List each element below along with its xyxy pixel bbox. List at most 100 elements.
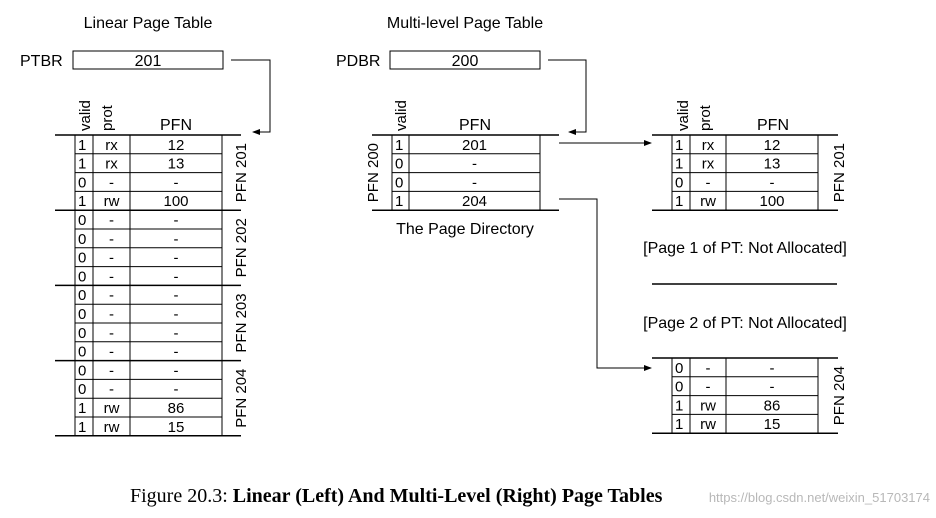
- directory-pfn-header: PFN: [459, 117, 491, 134]
- linear-prot-cell: -: [109, 231, 114, 248]
- linear-valid-cell: 0: [78, 287, 86, 304]
- linear-prot-cell: -: [109, 362, 114, 379]
- pt201-page-label: PFN 201: [831, 143, 848, 202]
- pt204-pfn-cell: -: [770, 360, 775, 377]
- linear-prot-cell: rx: [105, 156, 118, 173]
- directory-row: 0-: [395, 156, 477, 173]
- linear-row: 0 - -: [78, 268, 179, 285]
- linear-prot-cell: -: [109, 268, 114, 285]
- linear-prot-cell: -: [109, 287, 114, 304]
- pt201-pfn-header: PFN: [757, 117, 789, 134]
- pt204-pfn-cell: 86: [764, 397, 781, 414]
- linear-valid-cell: 0: [78, 268, 86, 285]
- linear-row: 0--: [78, 231, 179, 248]
- pt201-prot-header: prot: [697, 104, 714, 131]
- linear-pfn-cell: -: [174, 212, 179, 229]
- linear-title: Linear Page Table: [84, 15, 213, 32]
- pt201-valid-header: valid: [675, 100, 692, 131]
- not-allocated-page-1: [Page 1 of PT: Not Allocated]: [643, 240, 847, 257]
- pt204-prot-cell: -: [706, 360, 711, 377]
- linear-row: 0 - -: [78, 174, 179, 191]
- pt201-valid-cell: 0: [675, 174, 683, 191]
- directory-valid-cell: 0: [395, 156, 403, 173]
- linear-pfn-cell: -: [174, 362, 179, 379]
- pt204-valid-cell: 0: [675, 379, 683, 396]
- pt201-valid-cell: 1: [675, 193, 683, 210]
- linear-prot-cell: rw: [104, 400, 120, 417]
- linear-row: 0--: [78, 362, 179, 379]
- caption-title: Linear (Left) And Multi-Level (Right) Pa…: [233, 485, 663, 507]
- figure-caption: Figure 20.3: Linear (Left) And Multi-Lev…: [130, 485, 663, 507]
- linear-valid-cell: 1: [78, 419, 86, 436]
- linear-valid-header: valid: [77, 100, 94, 131]
- pdbr-pointer-arrow: [548, 59, 587, 135]
- linear-pfn-cell: 13: [168, 156, 185, 173]
- directory-valid-cell: 1: [395, 137, 403, 154]
- linear-prot-header: prot: [99, 104, 116, 131]
- linear-pfn-header: PFN: [160, 117, 192, 134]
- linear-prot-cell: rw: [104, 419, 120, 436]
- caption-prefix: Figure 20.3:: [130, 485, 233, 507]
- pt204-valid-cell: 1: [675, 416, 683, 433]
- directory-valid-cell: 1: [395, 193, 403, 210]
- linear-prot-cell: -: [109, 250, 114, 267]
- pt201-prot-cell: -: [706, 174, 711, 191]
- linear-row: 0 - -: [78, 306, 179, 323]
- directory-pfn-cell: -: [472, 156, 477, 173]
- linear-prot-cell: -: [109, 381, 114, 398]
- linear-prot-cell: -: [109, 344, 114, 361]
- linear-row: 0--: [78, 287, 179, 304]
- pt201-valid-cell: 1: [675, 137, 683, 154]
- ptbr-register: [72, 50, 224, 70]
- linear-valid-cell: 1: [78, 193, 86, 210]
- pt201-prot-cell: rx: [702, 156, 715, 173]
- directory-pfn-cell: 201: [462, 137, 487, 154]
- linear-pfn-cell: -: [174, 268, 179, 285]
- linear-valid-cell: 0: [78, 250, 86, 267]
- linear-valid-cell: 1: [78, 156, 86, 173]
- directory-page-label: PFN 200: [365, 143, 382, 202]
- linear-valid-cell: 0: [78, 231, 86, 248]
- linear-pfn-cell: -: [174, 250, 179, 267]
- directory-row: 1 201: [395, 137, 487, 154]
- directory-valid-header: valid: [393, 100, 410, 131]
- linear-row: 0--: [78, 325, 179, 342]
- pdbr-label: PDBR: [336, 53, 380, 70]
- linear-pfn-cell: 15: [168, 419, 185, 436]
- linear-valid-cell: 1: [78, 137, 86, 154]
- linear-prot-cell: -: [109, 306, 114, 323]
- ptbr-value: 201: [135, 53, 162, 70]
- linear-pfn-cell: 86: [168, 400, 185, 417]
- directory-valid-cell: 0: [395, 174, 403, 191]
- linear-valid-cell: 0: [78, 325, 86, 342]
- directory-caption: The Page Directory: [396, 221, 534, 238]
- not-allocated-page-2: [Page 2 of PT: Not Allocated]: [643, 315, 847, 332]
- linear-valid-cell: 0: [78, 174, 86, 191]
- linear-pfn-cell: -: [174, 174, 179, 191]
- linear-pfn-cell: -: [174, 306, 179, 323]
- multi-title: Multi-level Page Table: [387, 15, 543, 32]
- pt204-pfn-cell: -: [770, 379, 775, 396]
- linear-prot-cell: -: [109, 174, 114, 191]
- linear-pfn-cell: -: [174, 381, 179, 398]
- linear-page-label: PFN 204: [233, 369, 250, 428]
- pt201-pfn-cell: 100: [759, 193, 784, 210]
- linear-valid-cell: 0: [78, 306, 86, 323]
- linear-row: 0--: [78, 212, 179, 229]
- linear-row: 1 rw 15: [78, 419, 184, 436]
- linear-pfn-cell: 12: [168, 137, 185, 154]
- pt201-prot-cell: rx: [702, 137, 715, 154]
- pde-204-arrow: [559, 198, 652, 371]
- pt204-row: 0--: [675, 379, 775, 396]
- linear-valid-cell: 0: [78, 212, 86, 229]
